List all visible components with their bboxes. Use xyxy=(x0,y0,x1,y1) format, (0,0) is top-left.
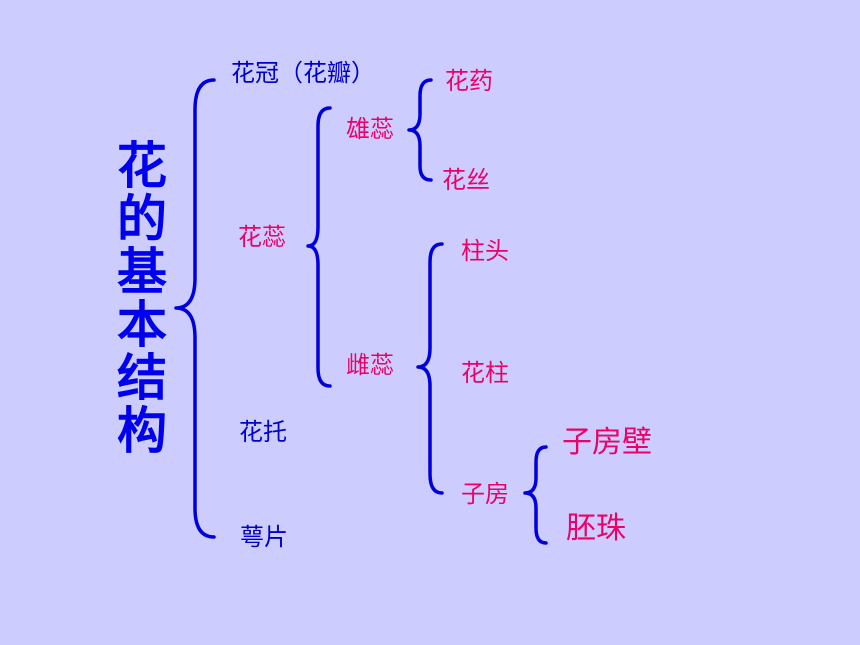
diagram-title: 花的基本结构 xyxy=(117,137,167,460)
pistil-stamen-brace xyxy=(306,106,332,388)
label-ovary: 子房 xyxy=(461,480,509,508)
main-brace xyxy=(174,78,216,539)
label-ovule: 胚珠 xyxy=(566,511,626,546)
label-pistil-stamen: 花蕊 xyxy=(238,223,286,251)
label-receptacle: 花托 xyxy=(239,418,287,446)
label-stigma: 柱头 xyxy=(461,237,509,265)
label-style: 花柱 xyxy=(461,359,509,387)
label-corolla: 花冠（花瓣） xyxy=(231,59,375,87)
label-ovary-wall: 子房壁 xyxy=(562,425,652,460)
label-filament: 花丝 xyxy=(442,166,490,194)
stamen-brace xyxy=(407,78,433,182)
label-pistil: 雌蕊 xyxy=(346,351,394,379)
label-anther: 花药 xyxy=(445,67,493,95)
label-sepal: 萼片 xyxy=(240,523,288,551)
label-stamen: 雄蕊 xyxy=(346,115,394,143)
ovary-brace xyxy=(523,445,548,545)
pistil-brace xyxy=(416,242,444,495)
